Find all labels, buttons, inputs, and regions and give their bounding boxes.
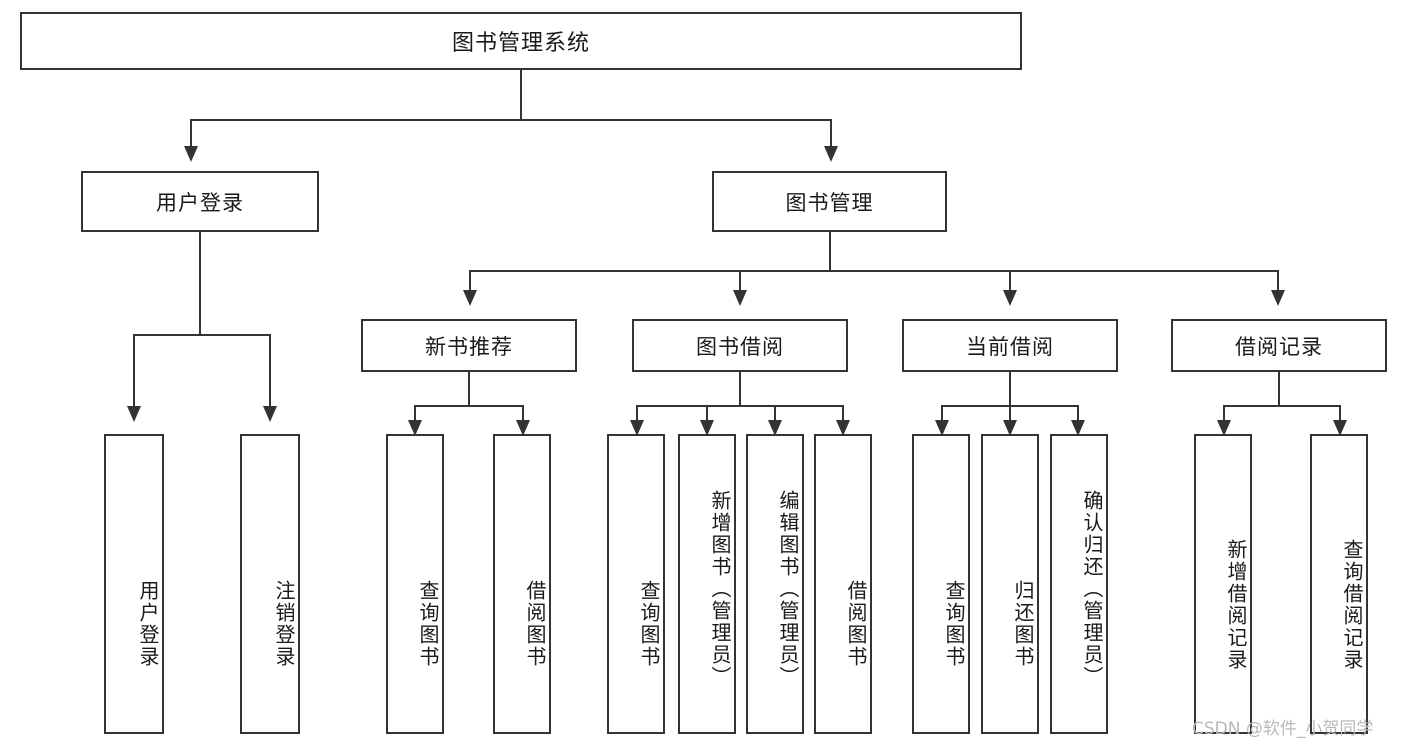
leaf-record-query-record[interactable]: 查询借阅记录 [1310, 434, 1368, 734]
connector-book-manage-to-current [1009, 270, 1011, 292]
arrow-record-to-leaf1 [1217, 420, 1231, 436]
connector-root-stem [520, 70, 522, 120]
connector-book-manage-to-borrow [739, 270, 741, 292]
node-label: 编辑图书（管理员） [776, 490, 800, 688]
connector-record-bus [1223, 405, 1341, 407]
arrow-borrow-to-leaf3 [768, 420, 782, 436]
leaf-borrow-add-book[interactable]: 新增图书（管理员） [678, 434, 736, 734]
connector-borrow-to-leaf2 [706, 405, 708, 423]
node-label: 确认归还（管理员） [1080, 490, 1104, 688]
node-label: 查询图书 [416, 580, 440, 668]
node-label: 归还图书 [1011, 580, 1035, 668]
connector-recommend-stem [468, 372, 470, 406]
connector-book-manage-to-record [1277, 270, 1279, 292]
leaf-logout[interactable]: 注销登录 [240, 434, 300, 734]
connector-book-manage-bus [469, 270, 1279, 272]
node-label: 借阅图书 [523, 580, 547, 668]
node-label: 注销登录 [272, 580, 296, 668]
node-label: 查询图书 [637, 580, 661, 668]
arrow-borrow-to-leaf4 [836, 420, 850, 436]
node-label: 借阅记录 [1235, 334, 1323, 359]
leaf-current-return-book[interactable]: 归还图书 [981, 434, 1039, 734]
arrow-book-manage-to-record [1271, 290, 1285, 306]
node-label: 图书管理系统 [451, 31, 590, 56]
arrow-user-login-to-leaf1 [127, 406, 141, 422]
node-borrow-record[interactable]: 借阅记录 [1171, 319, 1387, 372]
connector-user-login-bus [133, 334, 269, 336]
arrow-user-login-to-leaf2 [263, 406, 277, 422]
connector-current-to-leaf1 [941, 405, 943, 423]
node-label: 查询借阅记录 [1340, 539, 1364, 671]
connector-recommend-bus [414, 405, 524, 407]
watermark-text: CSDN @软件_小贺同学 [1192, 719, 1374, 739]
leaf-borrow-query-book[interactable]: 查询图书 [607, 434, 665, 734]
leaf-current-query-book[interactable]: 查询图书 [912, 434, 970, 734]
connector-current-to-leaf3 [1077, 405, 1079, 423]
node-book-manage[interactable]: 图书管理 [712, 171, 947, 232]
connector-recommend-to-leaf1 [414, 405, 416, 423]
arrow-book-manage-to-recommend [463, 290, 477, 306]
arrow-borrow-to-leaf1 [630, 420, 644, 436]
connector-borrow-stem [739, 372, 741, 406]
leaf-current-confirm-return[interactable]: 确认归还（管理员） [1050, 434, 1108, 734]
leaf-borrow-borrow-book[interactable]: 借阅图书 [814, 434, 872, 734]
connector-borrow-to-leaf1 [636, 405, 638, 423]
leaf-borrow-edit-book[interactable]: 编辑图书（管理员） [746, 434, 804, 734]
connector-recommend-to-leaf2 [522, 405, 524, 423]
arrow-recommend-to-leaf1 [408, 420, 422, 436]
node-label: 借阅图书 [844, 580, 868, 668]
connector-root-bus [190, 119, 832, 121]
node-label: 新书推荐 [425, 334, 513, 359]
connector-root-to-book-manage [830, 119, 832, 148]
arrow-borrow-to-leaf2 [700, 420, 714, 436]
node-label: 当前借阅 [966, 334, 1054, 359]
connector-user-login-stem [199, 232, 201, 335]
node-current-borrow[interactable]: 当前借阅 [902, 319, 1118, 372]
leaf-recommend-query-book[interactable]: 查询图书 [386, 434, 444, 734]
connector-user-login-to-leaf1 [133, 334, 135, 408]
node-root-system[interactable]: 图书管理系统 [20, 12, 1022, 70]
connector-borrow-bus [636, 405, 844, 407]
node-label: 查询图书 [942, 580, 966, 668]
connector-record-to-leaf1 [1223, 405, 1225, 423]
arrow-root-to-user-login [184, 146, 198, 162]
node-label: 用户登录 [136, 580, 160, 668]
node-label: 新增借阅记录 [1224, 539, 1248, 671]
node-label: 新增图书（管理员） [708, 490, 732, 688]
arrow-book-manage-to-borrow [733, 290, 747, 306]
connector-borrow-to-leaf4 [842, 405, 844, 423]
node-label: 图书管理 [785, 190, 874, 215]
leaf-user-login[interactable]: 用户登录 [104, 434, 164, 734]
connector-record-stem [1278, 372, 1280, 406]
arrow-root-to-book-manage [824, 146, 838, 162]
connector-current-stem [1009, 372, 1011, 406]
arrow-current-to-leaf1 [935, 420, 949, 436]
connector-book-manage-to-recommend [469, 270, 471, 292]
node-book-borrow[interactable]: 图书借阅 [632, 319, 848, 372]
connector-borrow-to-leaf3 [774, 405, 776, 423]
connector-user-login-to-leaf2 [269, 334, 271, 408]
arrow-recommend-to-leaf2 [516, 420, 530, 436]
connector-current-to-leaf2 [1009, 405, 1011, 423]
leaf-recommend-borrow-book[interactable]: 借阅图书 [493, 434, 551, 734]
arrow-book-manage-to-current [1003, 290, 1017, 306]
node-user-login[interactable]: 用户登录 [81, 171, 319, 232]
arrow-record-to-leaf2 [1333, 420, 1347, 436]
connector-record-to-leaf2 [1339, 405, 1341, 423]
leaf-record-add-record[interactable]: 新增借阅记录 [1194, 434, 1252, 734]
connector-root-to-user-login [190, 119, 192, 148]
connector-book-manage-stem [829, 232, 831, 271]
node-label: 用户登录 [156, 190, 244, 215]
arrow-current-to-leaf3 [1071, 420, 1085, 436]
arrow-current-to-leaf2 [1003, 420, 1017, 436]
node-new-book-recommend[interactable]: 新书推荐 [361, 319, 577, 372]
node-label: 图书借阅 [696, 334, 784, 359]
